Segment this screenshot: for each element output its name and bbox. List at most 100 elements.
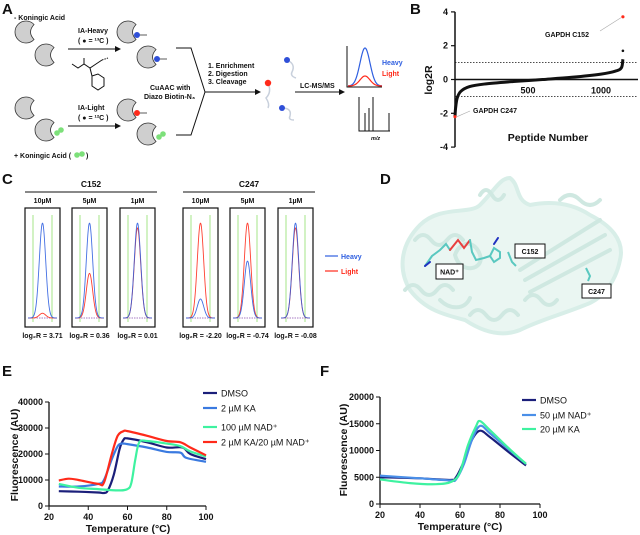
chromatogram-box <box>277 207 314 328</box>
concentration-label: 5µM <box>83 198 97 205</box>
concentration-label: 10µM <box>34 198 52 205</box>
y-tick-label: 30000 <box>18 423 43 433</box>
x-tick-label: 60 <box>122 512 132 522</box>
highlight-point <box>453 115 457 119</box>
probe-label-icon <box>134 110 140 116</box>
c247-label-box <box>581 283 612 299</box>
protein-icon <box>136 122 157 146</box>
plus-ka-close: ) <box>86 153 88 160</box>
y-tick-label: 0 <box>38 501 43 511</box>
e-xlabel: Temperature (°C) <box>86 523 171 535</box>
nad-label-box <box>435 263 464 280</box>
legend-label: 20 µM KA <box>540 425 580 435</box>
koningic-acid-icon <box>74 152 80 158</box>
chromatogram-icon <box>346 46 383 88</box>
light-peak <box>347 75 383 87</box>
koningic-acid-icon <box>58 127 64 133</box>
plus-ka-label: + Koningic Acid ( <box>14 153 72 160</box>
light-label: Light <box>382 71 400 78</box>
probe-label-icon <box>154 56 160 62</box>
light-trace <box>185 222 216 319</box>
koningic-acid-icon <box>79 151 85 157</box>
peptide-icons <box>264 57 297 121</box>
leader-line <box>456 110 471 117</box>
koningic-acid-icon <box>160 131 166 137</box>
highlight-label-c247: GAPDH C247 <box>473 108 517 115</box>
step-enrichment: 1. Enrichment <box>208 63 255 70</box>
b-ylabel: log2R <box>423 65 435 95</box>
f-xlabel: Temperature (°C) <box>418 521 503 533</box>
concentration-label: 5µM <box>241 198 255 205</box>
f-ylabel: Fluorescence (AU) <box>338 404 350 497</box>
step-cleavage: 3. Cleavage <box>208 79 247 86</box>
x-tick-label: 80 <box>495 510 505 520</box>
minus-ka-label: - Koningic Acid <box>14 15 65 22</box>
panel-label-e: E <box>2 363 12 380</box>
group-title: C152 <box>81 179 102 189</box>
series-line <box>379 429 527 482</box>
log2r-value: log₂R = -0.74 <box>226 333 269 340</box>
y-tick-label: 20000 <box>349 392 374 402</box>
c247-label: C247 <box>588 289 605 296</box>
heavy-trace <box>280 222 311 319</box>
nad-ligand-icon <box>424 237 501 267</box>
leader-line <box>599 17 622 32</box>
legend-label: 2 µM KA/20 µM NAD⁺ <box>221 438 310 448</box>
log2r-value: log₂R = 0.01 <box>117 333 157 340</box>
peptide-ratio-curve <box>453 58 625 117</box>
concentration-label: 1µM <box>289 198 303 205</box>
x-tick-label: 80 <box>162 512 172 522</box>
cuaac-label-2: Diazo Biotin-N₃ <box>144 94 195 101</box>
protein-icon <box>116 98 137 122</box>
protein-icon <box>14 96 35 120</box>
panel-label-d: D <box>380 171 391 188</box>
panel-d: D NAD⁺ C152 C247 <box>380 171 623 336</box>
chromatogram-box <box>71 207 108 328</box>
legend-light: Light <box>341 269 359 276</box>
y-tick-label: 0 <box>369 499 374 509</box>
x-tick-label: 100 <box>198 512 213 522</box>
series-line <box>58 439 207 492</box>
heavy-peak <box>347 47 383 87</box>
protein-icon <box>116 20 137 44</box>
chromatogram-box <box>229 207 266 328</box>
y-tick-label: 10000 <box>18 475 43 485</box>
log2r-value: log₂R = -0.08 <box>274 333 317 340</box>
y-tick-label: 10000 <box>349 446 374 456</box>
concentration-label: 1µM <box>131 198 145 205</box>
concentration-label: 10µM <box>192 198 210 205</box>
legend-label: DMSO <box>540 396 567 406</box>
koningic-acid-icon <box>156 134 162 140</box>
protein-icons <box>14 20 167 146</box>
light-trace <box>27 312 58 319</box>
series-line <box>58 437 207 495</box>
y-tick-label: 2 <box>443 41 448 51</box>
heavy-trace <box>232 260 263 319</box>
c152-label-box <box>514 243 546 259</box>
ia-heavy-label: IA-Heavy <box>78 28 108 35</box>
c152-residue-icon <box>507 251 517 267</box>
ia-probe-structure-icon <box>71 57 109 91</box>
legend-heavy: Heavy <box>341 254 362 261</box>
legend-label: 100 µM NAD⁺ <box>221 423 278 433</box>
nad-label: NAD⁺ <box>440 270 459 277</box>
highlight-point <box>621 15 625 19</box>
e-ylabel: Fluorescence (AU) <box>9 409 21 502</box>
panel-label-b: B <box>410 1 421 18</box>
heavy-trace <box>185 298 216 319</box>
b-xlabel: Peptide Number <box>508 132 589 144</box>
heavy-label: Heavy <box>382 60 403 67</box>
x-tick-label: 500 <box>520 86 535 96</box>
koningic-acid-icon <box>54 130 60 136</box>
panel-label-c: C <box>2 171 13 188</box>
data-point <box>621 49 625 53</box>
legend-label: DMSO <box>221 389 248 399</box>
gapdh-structure-image <box>400 175 623 336</box>
series-line <box>379 424 527 483</box>
y-tick-label: 4 <box>443 7 448 17</box>
chromatogram-box <box>182 207 219 328</box>
